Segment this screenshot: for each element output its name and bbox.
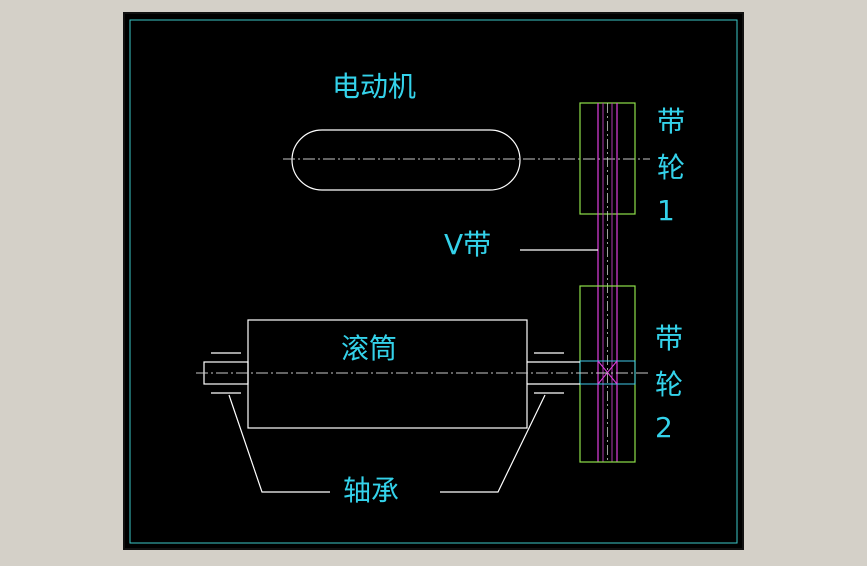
drum-label: 滚筒 — [341, 332, 397, 365]
drawing-sheet — [123, 12, 744, 550]
motor — [291, 129, 521, 191]
pulley-1-label-line1: 带 — [657, 105, 685, 138]
pulley-1-label-line2: 轮 — [657, 151, 685, 184]
pulley-2-label-line1: 带 — [655, 322, 683, 355]
motor-outline — [291, 129, 521, 191]
v-belt — [597, 103, 618, 462]
vbelt-label: V带 — [444, 228, 491, 261]
motor-label: 电动机 — [332, 70, 416, 103]
pulley-1-label-line3: 1 — [657, 194, 675, 227]
drawing-border — [129, 19, 738, 544]
pulley-2-label-line2: 轮 — [655, 368, 683, 401]
bearing-label: 轴承 — [343, 474, 399, 507]
pulley-2-label-line3: 2 — [655, 411, 673, 444]
bearing-marks — [211, 352, 564, 394]
bearing-leaders — [228, 394, 546, 493]
